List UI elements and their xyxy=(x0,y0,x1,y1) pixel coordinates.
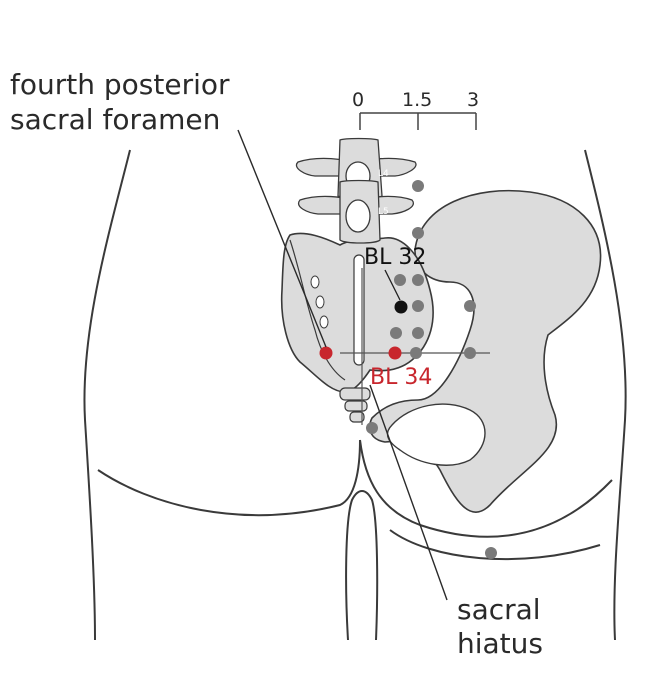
l5-label: L5 xyxy=(378,207,389,217)
coccyx-segment-1 xyxy=(339,387,371,401)
right-flank-outline xyxy=(584,149,627,641)
sacral-foramen-left-1 xyxy=(310,275,320,289)
acupoint xyxy=(394,274,406,286)
right-hip-crease-outline xyxy=(389,529,601,561)
sacrum-left-lobe xyxy=(289,239,346,381)
foramen-leader-line xyxy=(237,129,327,348)
acupoint xyxy=(366,422,378,434)
acupoint xyxy=(390,327,402,339)
hiatus-label-line1: sacral xyxy=(457,593,541,626)
coccyx-segment-3 xyxy=(349,411,365,423)
acupoint xyxy=(412,327,424,339)
acupoint-fourth-posterior-sacral-foramen xyxy=(319,346,333,360)
acupoint xyxy=(412,274,424,286)
acupoint xyxy=(412,300,424,312)
hiatus-label-line2: hiatus xyxy=(457,627,543,660)
lumbar-vertebra-l5 xyxy=(297,179,414,244)
scale-bar xyxy=(359,112,477,130)
acupoint-bl32 xyxy=(394,300,408,314)
hiatus-leader-line xyxy=(369,384,448,601)
obturator-foramen xyxy=(386,403,486,466)
foramen-label-line1: fourth posterior xyxy=(10,68,230,101)
bl32-label: BL 32 xyxy=(364,245,426,270)
left-flank-outline xyxy=(83,149,131,641)
acupoint-bl34 xyxy=(388,346,402,360)
acupoint xyxy=(464,347,476,359)
right-buttock-outline xyxy=(359,439,613,538)
left-buttock-outline xyxy=(97,439,361,517)
l5-lamina xyxy=(345,199,371,233)
foramen-label-line2: sacral foramen xyxy=(10,103,220,136)
scale-label-2: 3 xyxy=(467,89,479,111)
l4-label: L4 xyxy=(378,169,389,179)
acupoint xyxy=(410,347,422,359)
acupoints-gray xyxy=(366,180,497,559)
scale-label-0: 0 xyxy=(352,89,364,111)
acupoint xyxy=(485,547,497,559)
scale-label-1: 1.5 xyxy=(402,89,432,111)
acupoint xyxy=(464,300,476,312)
acupoint xyxy=(412,180,424,192)
bl32-leader-line xyxy=(384,269,401,301)
coccyx-segment-2 xyxy=(344,400,368,412)
acupoint xyxy=(412,227,424,239)
sacral-foramen-left-2 xyxy=(315,295,325,309)
coccyx xyxy=(339,387,371,423)
body-outline xyxy=(83,149,627,641)
bl34-label: BL 34 xyxy=(370,365,432,390)
sacral-foramen-left-3 xyxy=(319,315,329,329)
gluteal-cleft-outline xyxy=(345,490,379,641)
